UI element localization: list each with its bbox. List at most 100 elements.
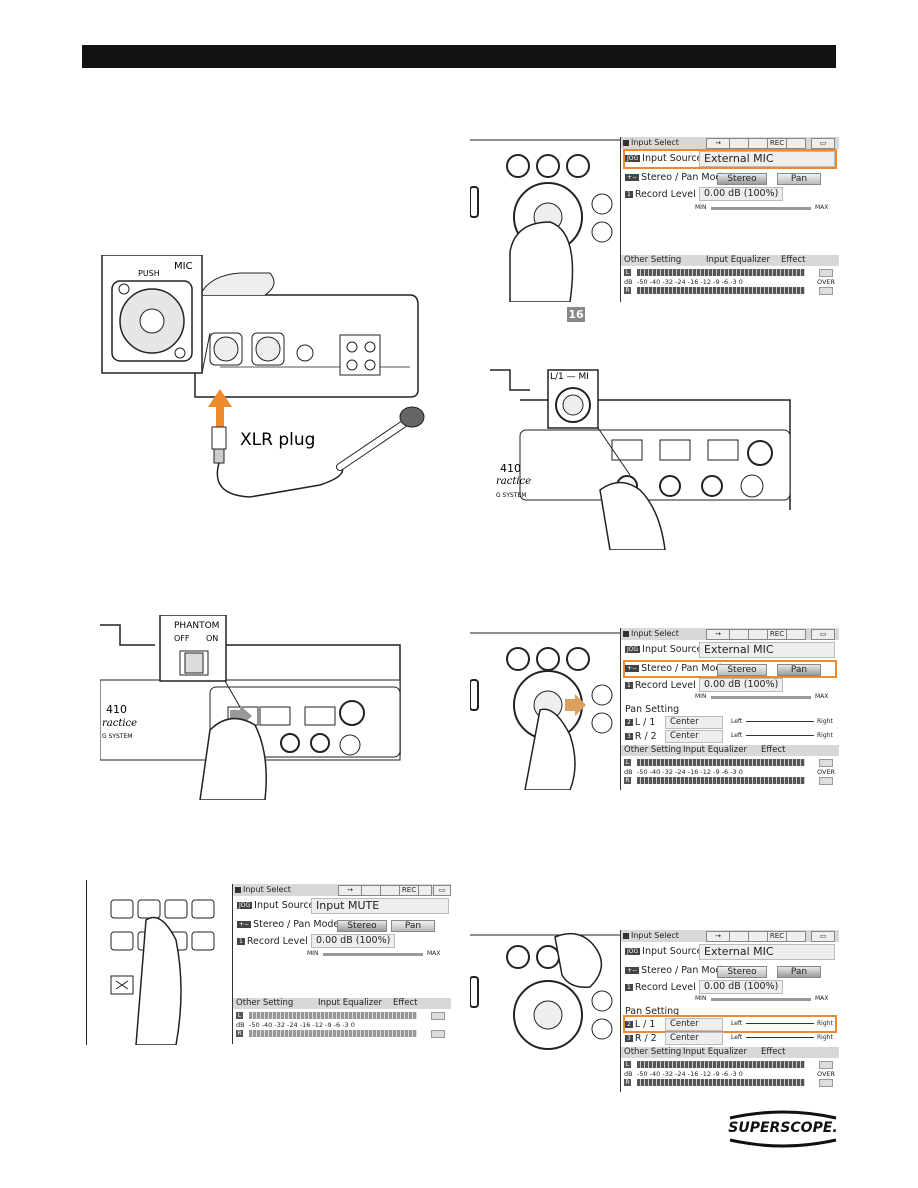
l1-pan-slider[interactable] xyxy=(746,721,814,722)
other-setting-label[interactable]: Other Setting xyxy=(624,745,682,755)
r2-pan-value[interactable]: Center xyxy=(665,730,723,743)
input-source-label: Input Source xyxy=(642,946,703,957)
meter-scale: -50 -40 -32 -24 -16 -12 -9 -6 -3 0 xyxy=(249,1021,355,1029)
number-one-icon: 1 xyxy=(625,984,633,991)
toolbar-slot[interactable] xyxy=(786,138,806,149)
input-equalizer-label[interactable]: Input Equalizer xyxy=(683,745,747,755)
input-source-value[interactable]: External MIC xyxy=(699,642,835,658)
record-level-slider[interactable] xyxy=(711,998,811,1001)
stereo-pan-label: Stereo / Pan Mode xyxy=(641,965,728,976)
plus-minus-icon: +− xyxy=(237,921,252,928)
record-level-value[interactable]: 0.00 dB (100%) xyxy=(699,187,783,201)
record-level-value[interactable]: 0.00 dB (100%) xyxy=(699,980,783,994)
toolbar-slot[interactable] xyxy=(418,885,432,896)
arrow-icon[interactable]: → xyxy=(338,885,362,896)
rec-button[interactable]: REC xyxy=(767,629,787,640)
input-source-value[interactable]: External MIC xyxy=(699,944,835,960)
l1-pan-value[interactable]: Center xyxy=(665,716,723,729)
record-level-slider[interactable] xyxy=(711,696,811,699)
other-setting-label[interactable]: Other Setting xyxy=(624,1047,682,1057)
rec-button[interactable]: REC xyxy=(767,138,787,149)
stereo-button[interactable]: Stereo xyxy=(717,966,767,978)
highlight-input-source xyxy=(623,149,837,169)
rec-button[interactable]: REC xyxy=(767,931,787,942)
r2-pan-slider[interactable] xyxy=(746,1037,814,1038)
effect-label[interactable]: Effect xyxy=(761,1047,786,1057)
record-level-slider[interactable] xyxy=(323,953,423,956)
input-equalizer-label[interactable]: Input Equalizer xyxy=(318,998,382,1008)
pan-button[interactable]: Pan xyxy=(391,920,435,932)
record-level-label: Record Level xyxy=(634,680,696,691)
r2-pan-value[interactable]: Center xyxy=(665,1032,723,1045)
number-two-icon: 2 xyxy=(625,1021,633,1028)
toolbar-slot[interactable] xyxy=(748,931,768,942)
other-setting-label[interactable]: Other Setting xyxy=(236,998,294,1008)
device-system: G SYSTEM xyxy=(496,492,527,499)
record-level-slider[interactable] xyxy=(711,207,811,210)
toolbar-slot[interactable] xyxy=(361,885,381,896)
l1-label: L / 1 xyxy=(634,1019,656,1030)
number-three-icon: 3 xyxy=(625,733,633,740)
min-label: MIN xyxy=(695,995,707,1002)
arrow-icon[interactable]: → xyxy=(706,138,730,149)
over-indicator xyxy=(819,1061,833,1069)
number-one-icon: 1 xyxy=(237,938,245,945)
highlight-l1-pan xyxy=(623,1015,837,1033)
input-source-value[interactable]: Input MUTE xyxy=(311,898,449,914)
input-source-label: Input Source xyxy=(642,644,703,655)
stereo-button[interactable]: Stereo xyxy=(717,664,767,676)
toolbar-slot[interactable] xyxy=(786,931,806,942)
toolbar-slot[interactable] xyxy=(729,138,749,149)
battery-icon: ▭ xyxy=(433,885,451,896)
r2-label: R / 2 xyxy=(634,731,657,742)
toolbar-slot[interactable] xyxy=(729,931,749,942)
r2-pan-slider[interactable] xyxy=(746,735,814,736)
pan-setting-label: Pan Setting xyxy=(625,704,680,715)
battery-icon: ▭ xyxy=(811,931,835,942)
other-setting-label[interactable]: Other Setting xyxy=(624,255,682,265)
push-label: PUSH xyxy=(138,269,160,278)
device-subtitle: ractice xyxy=(496,476,532,487)
over-indicator xyxy=(431,1030,445,1038)
effect-label[interactable]: Effect xyxy=(393,998,418,1008)
toolbar-slot[interactable] xyxy=(729,629,749,640)
rec-button[interactable]: REC xyxy=(399,885,419,896)
device-model: 410 xyxy=(500,462,521,475)
pan-button[interactable]: Pan xyxy=(777,966,821,978)
toolbar-slot[interactable] xyxy=(786,629,806,640)
input-equalizer-label[interactable]: Input Equalizer xyxy=(683,1047,747,1057)
left-level-meter xyxy=(637,759,805,766)
pan-setting-label: Pan Setting xyxy=(625,1006,680,1017)
jog-icon: JOG xyxy=(625,948,641,955)
left-level-meter xyxy=(637,269,805,276)
stereo-button[interactable]: Stereo xyxy=(717,173,767,185)
db-label: dB xyxy=(624,1070,633,1078)
input-source-label: Input Source xyxy=(642,153,703,164)
pan-button[interactable]: Pan xyxy=(777,664,821,676)
pan-button[interactable]: Pan xyxy=(777,173,821,185)
number-one-icon: 1 xyxy=(625,682,633,689)
function-knob-photo xyxy=(470,927,620,1092)
device-system: G SYSTEM xyxy=(102,733,133,740)
record-level-value[interactable]: 0.00 dB (100%) xyxy=(311,934,395,948)
toolbar-slot[interactable] xyxy=(748,629,768,640)
plus-minus-icon: +− xyxy=(625,174,640,181)
toolbar-slot[interactable] xyxy=(748,138,768,149)
input-source-value[interactable]: External MIC xyxy=(699,151,835,167)
record-level-label: Record Level xyxy=(246,936,308,947)
input-equalizer-label[interactable]: Input Equalizer xyxy=(706,255,770,265)
l1-pan-value[interactable]: Center xyxy=(665,1018,723,1031)
effect-label[interactable]: Effect xyxy=(761,745,786,755)
effect-label[interactable]: Effect xyxy=(781,255,806,265)
l1-pan-slider[interactable] xyxy=(746,1023,814,1024)
superscope-logo: SUPERSCOPE. xyxy=(728,1108,838,1148)
stereo-button[interactable]: Stereo xyxy=(337,920,387,932)
arrow-icon[interactable]: → xyxy=(706,931,730,942)
arrow-icon[interactable]: → xyxy=(706,629,730,640)
record-level-value[interactable]: 0.00 dB (100%) xyxy=(699,678,783,692)
left-channel-icon: L xyxy=(236,1012,243,1019)
toolbar-slot[interactable] xyxy=(380,885,400,896)
record-level-label: Record Level xyxy=(634,982,696,993)
over-indicator xyxy=(819,287,833,295)
